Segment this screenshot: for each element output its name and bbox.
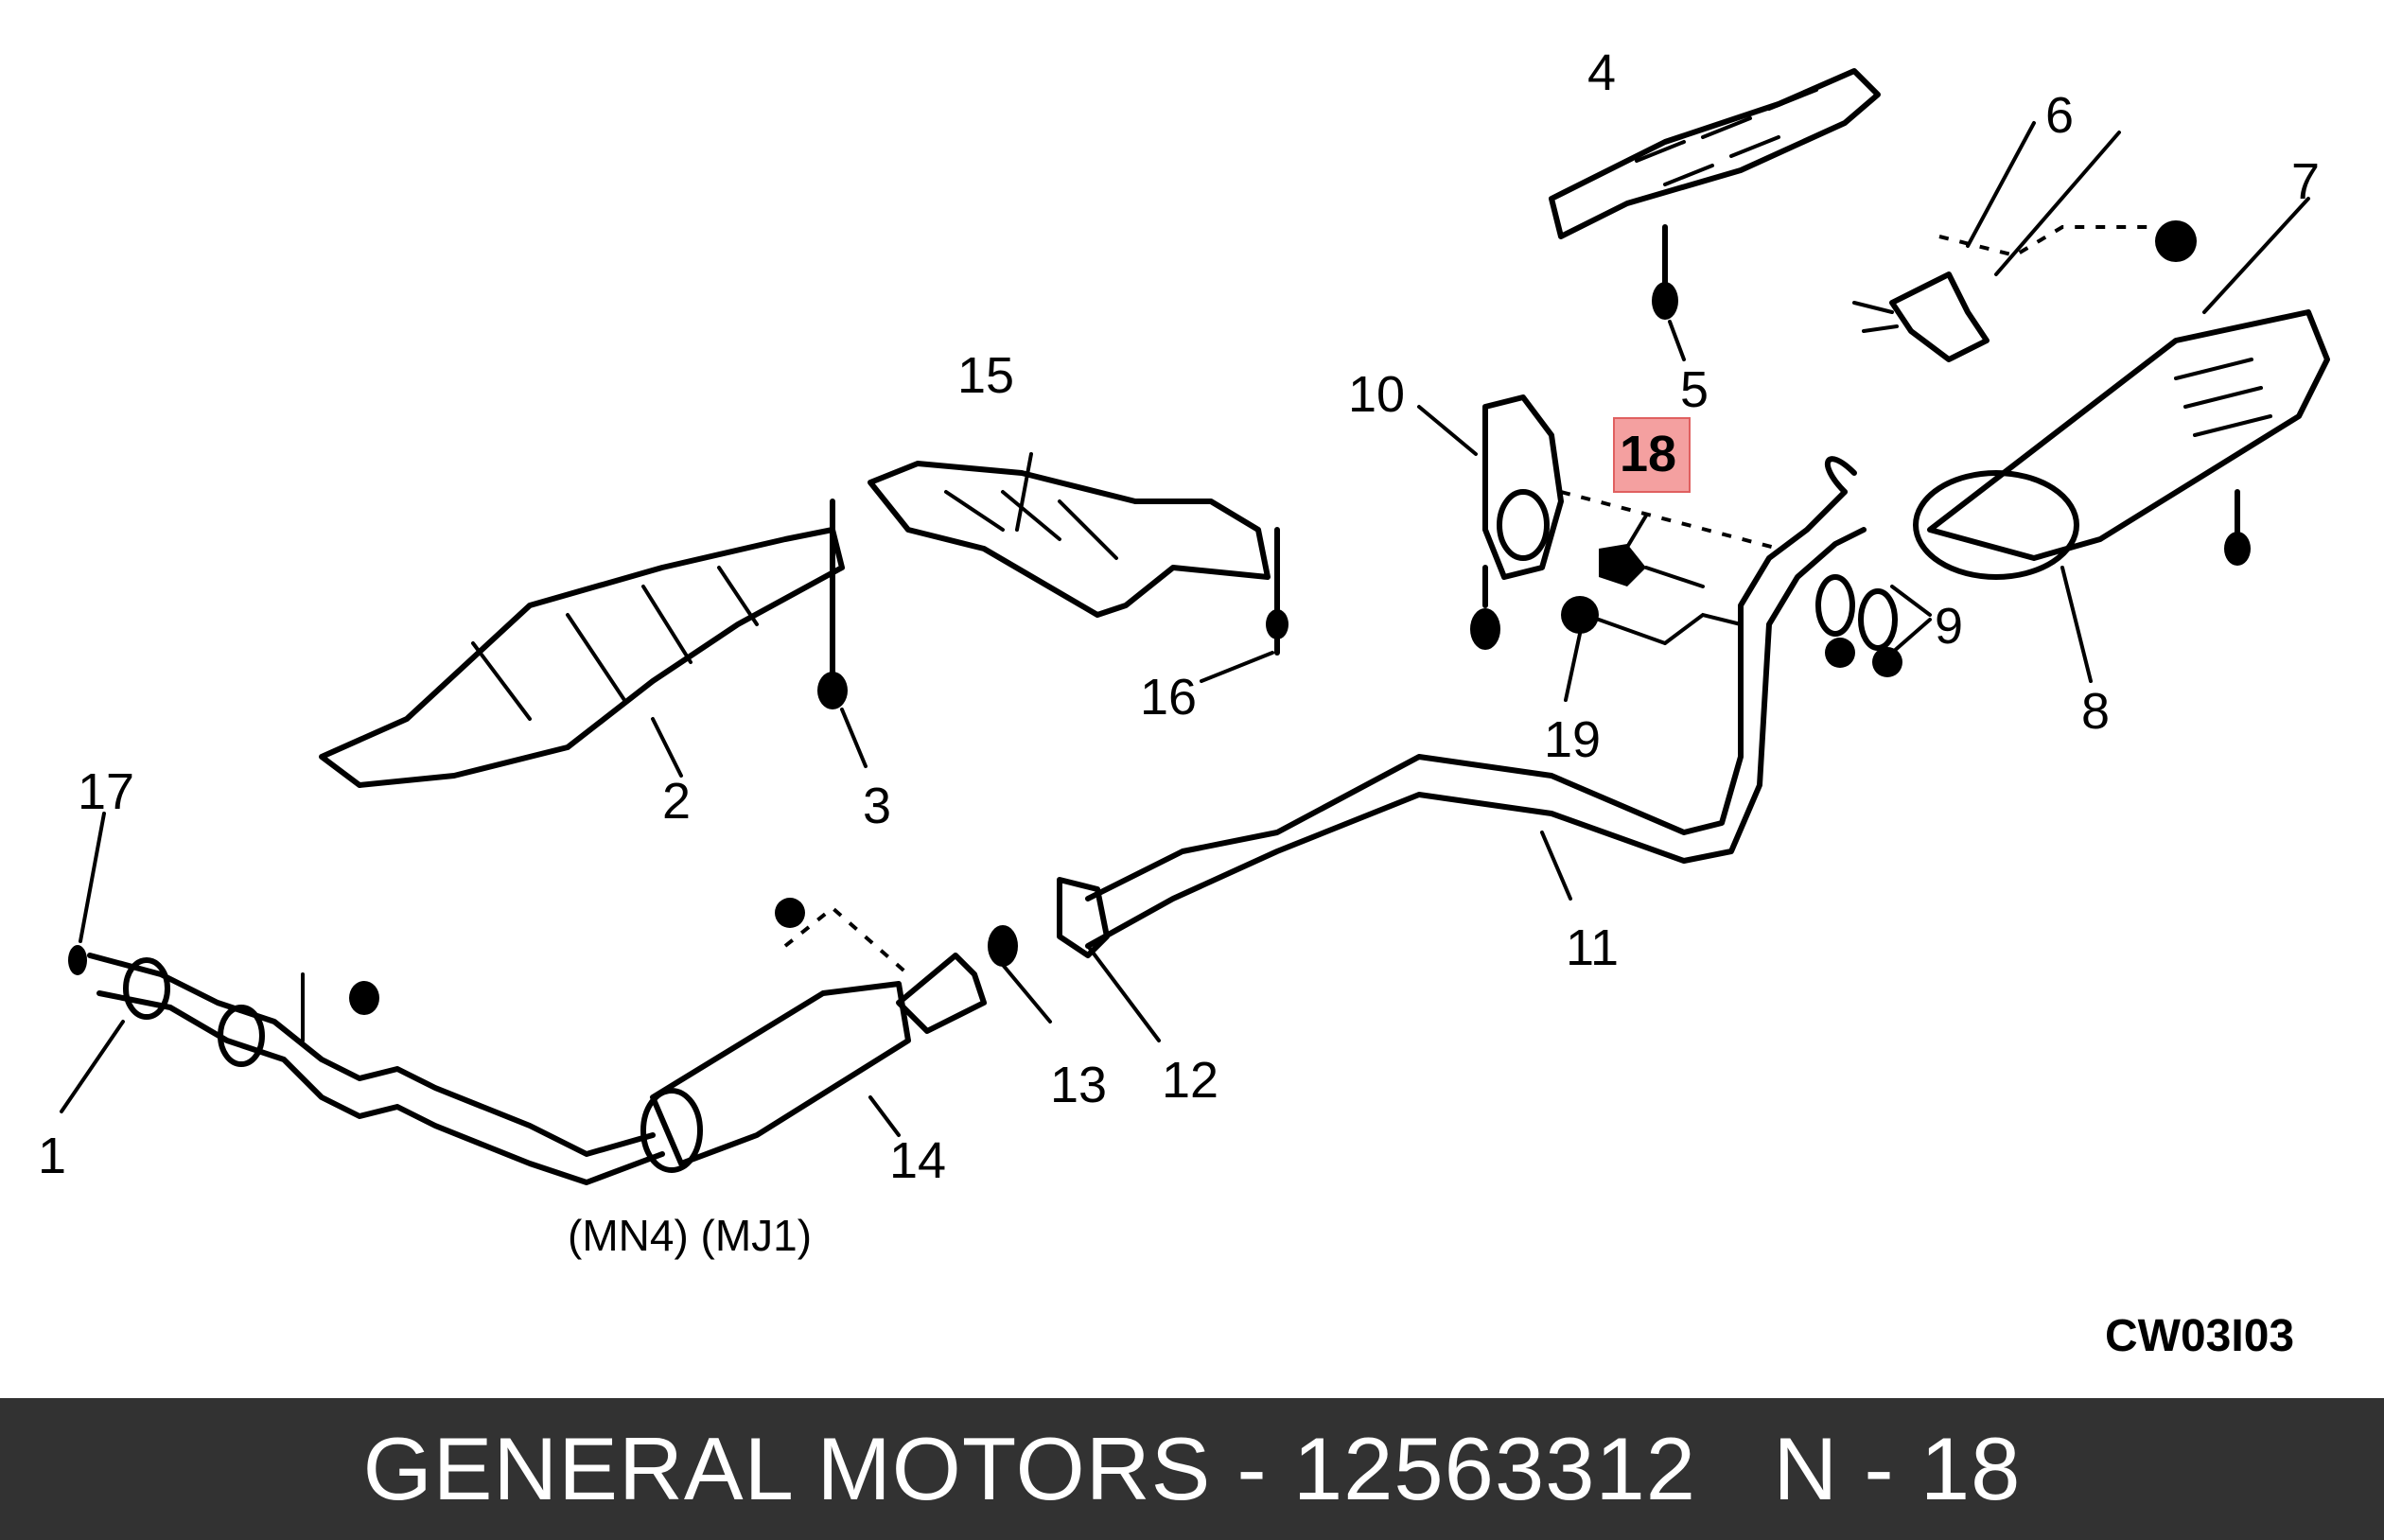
callout-12: 12 [1162,1052,1218,1109]
part-14-catalytic-converter [640,898,1018,1173]
callout-10: 10 [1348,366,1405,423]
callout-6: 6 [2045,87,2074,144]
part-1-front-pipe [68,945,665,1185]
callout-14: 14 [889,1132,946,1189]
callout-5: 5 [1680,361,1709,418]
callout-18: 18 [1620,426,1676,482]
part-11-intermediate-pipe [1085,456,1867,949]
part-6-hanger [1852,220,2197,362]
callout-3: 3 [863,778,891,834]
variant-label: (MN4) (MJ1) [568,1211,812,1260]
leader-lines [60,121,2310,1137]
part-9-clamp [1815,574,1902,677]
callout-labels: 1 2 3 4 5 6 7 8 9 10 11 12 13 14 15 16 1… [38,44,2320,1189]
callout-16: 16 [1140,669,1197,726]
footer-bar: GENERAL MOTORS - 12563312 N - 18 [0,1398,2384,1540]
exhaust-system-diagram: 1 2 3 4 5 6 7 8 9 10 11 12 13 14 15 16 1… [38,44,2330,1361]
part-3-fastener [817,499,868,768]
part-15-heat-shield [868,461,1288,656]
callout-13: 13 [1050,1057,1107,1113]
callout-1: 1 [38,1128,66,1184]
callout-17: 17 [78,763,134,820]
part-19-bolt [1561,596,1743,645]
part-18-clamp [1599,544,1705,588]
part-4-heat-shield [1549,68,1881,320]
diagram-code: CW03I03 [2105,1311,2294,1361]
callout-19: 19 [1544,711,1601,768]
part-8-muffler [1913,309,2330,580]
callout-2: 2 [662,773,691,830]
callout-18-highlight [1613,417,1691,493]
footer-title: GENERAL MOTORS - 12563312 N - 18 [362,1419,2022,1518]
callout-15: 15 [957,347,1014,404]
part-2-heat-shield [319,527,845,788]
callout-9: 9 [1935,598,1963,655]
part-10-bracket [1470,394,1779,650]
part-12-flange [1057,877,1110,958]
callout-11: 11 [1566,919,1619,976]
callout-4: 4 [1587,44,1616,101]
callout-8: 8 [2081,683,2110,740]
callout-7: 7 [2291,153,2320,210]
